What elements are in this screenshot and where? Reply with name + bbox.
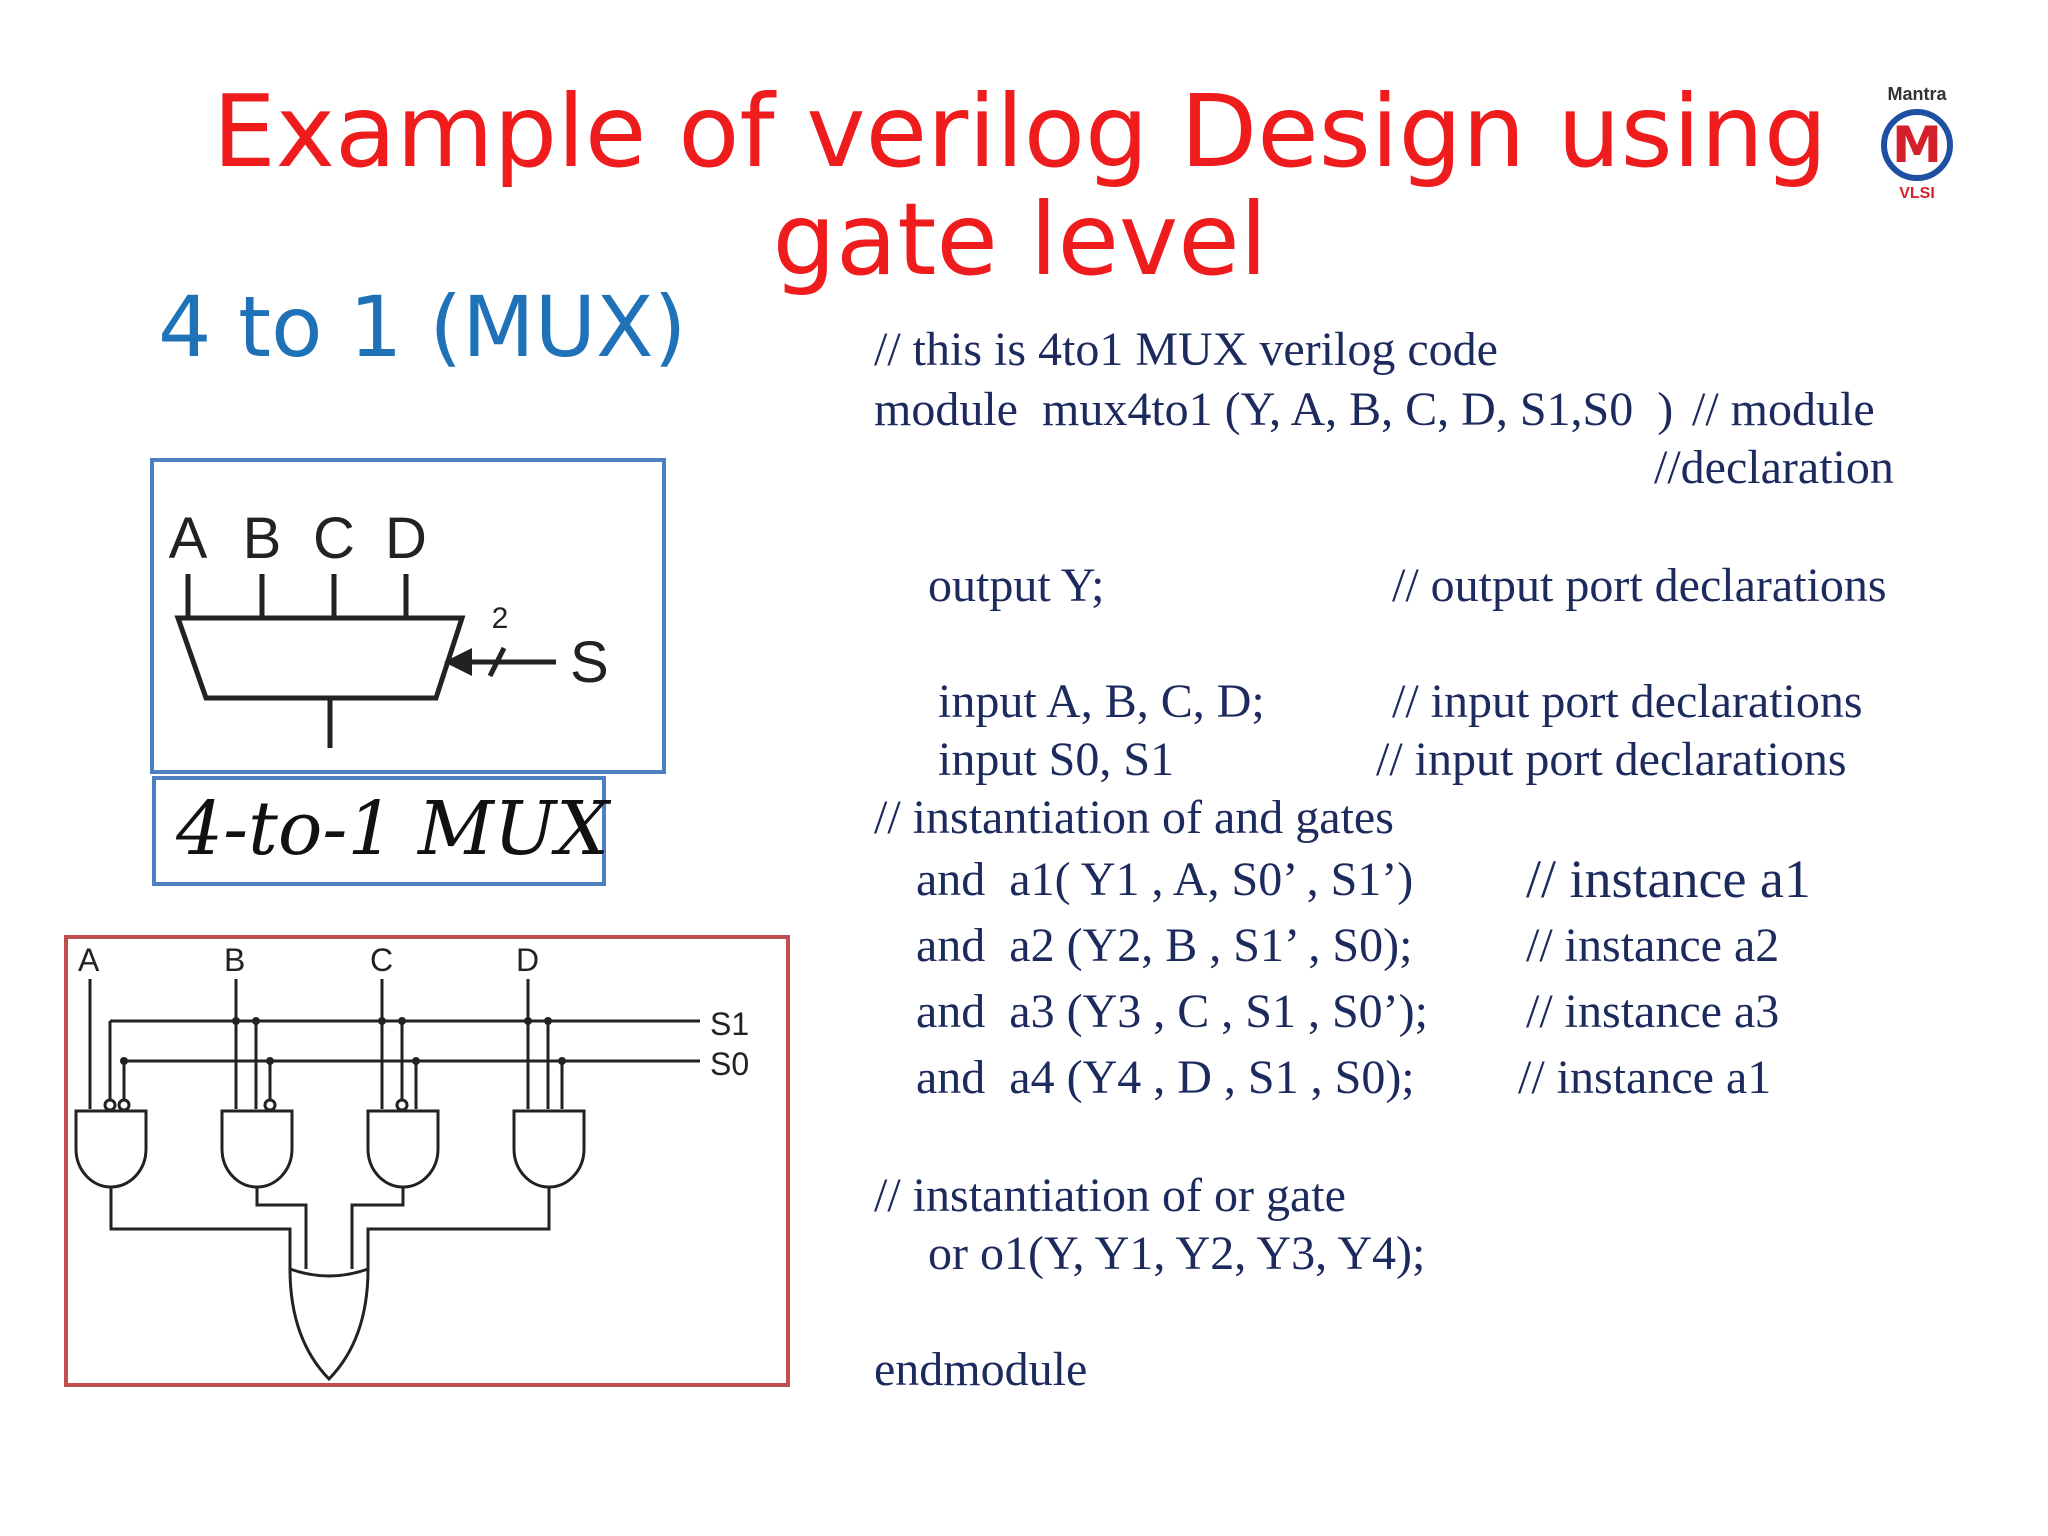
block-input-c: C <box>313 506 355 571</box>
gate-s1-label: S1 <box>710 1006 749 1042</box>
code-comment-output: // output port declarations <box>1392 559 1887 612</box>
code-comment-a1: // instance a1 <box>1526 849 1811 909</box>
block-input-b: B <box>243 506 282 571</box>
code-comment-a4: // instance a1 <box>1518 1051 1772 1104</box>
and-gate-a2 <box>220 1109 294 1189</box>
block-input-d: D <box>385 506 427 571</box>
code-comment-input-2: // input port declarations <box>1376 733 1847 786</box>
code-comment-and-gates: // instantiation of and gates <box>874 791 1394 844</box>
code-comment-declaration: //declaration <box>1654 441 1894 494</box>
gate-input-c: C <box>370 942 393 978</box>
logo-bottom-text: VLSI <box>1899 185 1935 202</box>
or-gate-o1 <box>288 1266 370 1382</box>
code-line-and-a2: and a2 (Y2, B , S1’ , S0); <box>916 919 1413 972</box>
mux-caption: 4-to-1 MUX <box>176 786 609 872</box>
code-line-and-a3: and a3 (Y3 , C , S1 , S0’); <box>916 985 1428 1038</box>
select-arrow-icon <box>444 648 472 676</box>
code-comment-module: // module <box>1692 383 1875 436</box>
code-line-endmodule: endmodule <box>874 1343 1088 1396</box>
caption-box <box>152 776 606 886</box>
logo-top-text: Mantra <box>1887 84 1947 104</box>
logo-m-icon: M <box>1881 109 1953 181</box>
and-gate-a3 <box>366 1109 440 1189</box>
code-line-or-o1: or o1(Y, Y1, Y2, Y3, Y4); <box>928 1227 1426 1280</box>
code-comment-or-gate: // instantiation of or gate <box>874 1169 1346 1222</box>
code-comment-a3: // instance a3 <box>1526 985 1780 1038</box>
slide-subtitle: 4 to 1 (MUX) <box>158 278 687 376</box>
gate-input-d: D <box>516 942 539 978</box>
gate-input-b: B <box>224 942 245 978</box>
code-line-output: output Y; <box>928 559 1105 612</box>
code-line-input-abcd: input A, B, C, D; <box>938 675 1265 728</box>
gate-level-svg: A B C D S1 S0 <box>74 942 749 1382</box>
gate-s0-label: S0 <box>710 1046 749 1082</box>
gate-level-diagram: A B C D S1 S0 <box>64 935 790 1387</box>
code-line-module: module mux4to1 (Y, A, B, C, D, S1,S0 ) <box>874 383 1674 436</box>
gate-input-a: A <box>78 942 100 978</box>
block-select-label: S <box>570 630 609 695</box>
code-line-input-s: input S0, S1 <box>938 733 1175 786</box>
mux-block-svg: A B C D S 2 <box>169 506 609 748</box>
mux-block-diagram: A B C D S 2 <box>150 458 666 774</box>
slide-title: Example of verilog Design using gate lev… <box>212 73 1828 298</box>
block-select-width: 2 <box>492 602 509 635</box>
code-line-and-a1: and a1( Y1 , A, S0’ , S1’) <box>916 853 1414 906</box>
and-gate-a4 <box>512 1109 586 1189</box>
block-input-a: A <box>169 506 208 571</box>
code-line-comment-header: // this is 4to1 MUX verilog code <box>874 323 1498 376</box>
code-comment-a2: // instance a2 <box>1526 919 1780 972</box>
code-line-and-a4: and a4 (Y4 , D , S1 , S0); <box>916 1051 1415 1104</box>
and-gate-a1 <box>74 1109 148 1189</box>
mux-trapezoid <box>174 615 466 701</box>
mantra-vlsi-logo: Mantra M VLSI <box>1862 84 1972 234</box>
code-comment-input-1: // input port declarations <box>1392 675 1863 728</box>
